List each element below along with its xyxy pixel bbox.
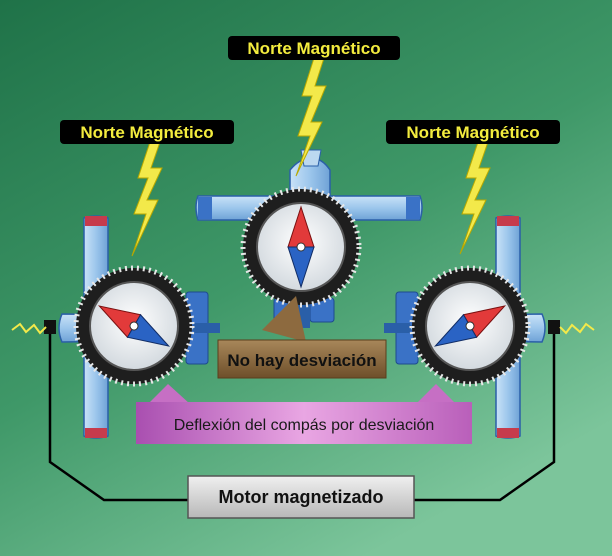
right-needle-pivot (465, 321, 475, 331)
wire-right (414, 334, 556, 502)
north-label-right-box (386, 120, 560, 144)
north-label-right: Norte Magnético (406, 123, 539, 142)
left-wingtip-bottom (85, 428, 107, 438)
north-label-left: Norte Magnético (80, 123, 213, 142)
center-wingtip-right (406, 197, 420, 219)
left-needle-pivot (129, 321, 139, 331)
motor-label: Motor magnetizado (219, 487, 384, 507)
motor-box (187, 475, 415, 519)
right-compass-needle (433, 305, 507, 347)
left-compass-needle (97, 305, 171, 347)
right-engine-spark (559, 322, 595, 335)
center-compass (240, 186, 362, 308)
right-tail-fin (384, 323, 410, 333)
right-wingtip-top (497, 216, 519, 226)
north-label-center-box (228, 36, 400, 60)
right-wingtip-bottom (497, 428, 519, 438)
wire-left (48, 334, 188, 502)
center-compass-needle (287, 205, 315, 289)
left-compass-ticks (73, 265, 195, 387)
left-compass (73, 265, 195, 387)
no-deviation-box (217, 339, 387, 379)
no-deviation-label: No hay desviación (227, 351, 376, 370)
deflection-pointer-left (148, 384, 190, 404)
left-wingtip-top (85, 216, 107, 226)
center-needle-pivot (296, 242, 306, 252)
north-label-center: Norte Magnético (247, 39, 380, 58)
right-north-lightning (459, 141, 491, 255)
no-deviation-pointer (262, 296, 306, 342)
right-engine-block (548, 320, 560, 334)
right-compass (409, 265, 531, 387)
right-compass-ticks (409, 265, 531, 387)
center-compass-ticks (240, 186, 362, 308)
center-wingtip-left (198, 197, 212, 219)
north-label-left-box (60, 120, 234, 144)
left-north-lightning (131, 141, 163, 257)
deflection-label: Deflexión del compás por desviación (174, 417, 435, 434)
left-engine-spark (11, 322, 47, 335)
deflection-pointer-right (416, 384, 456, 404)
left-tail-fin (194, 323, 220, 333)
deflection-box (136, 402, 472, 444)
left-engine-block (44, 320, 56, 334)
center-north-lightning (295, 57, 327, 177)
